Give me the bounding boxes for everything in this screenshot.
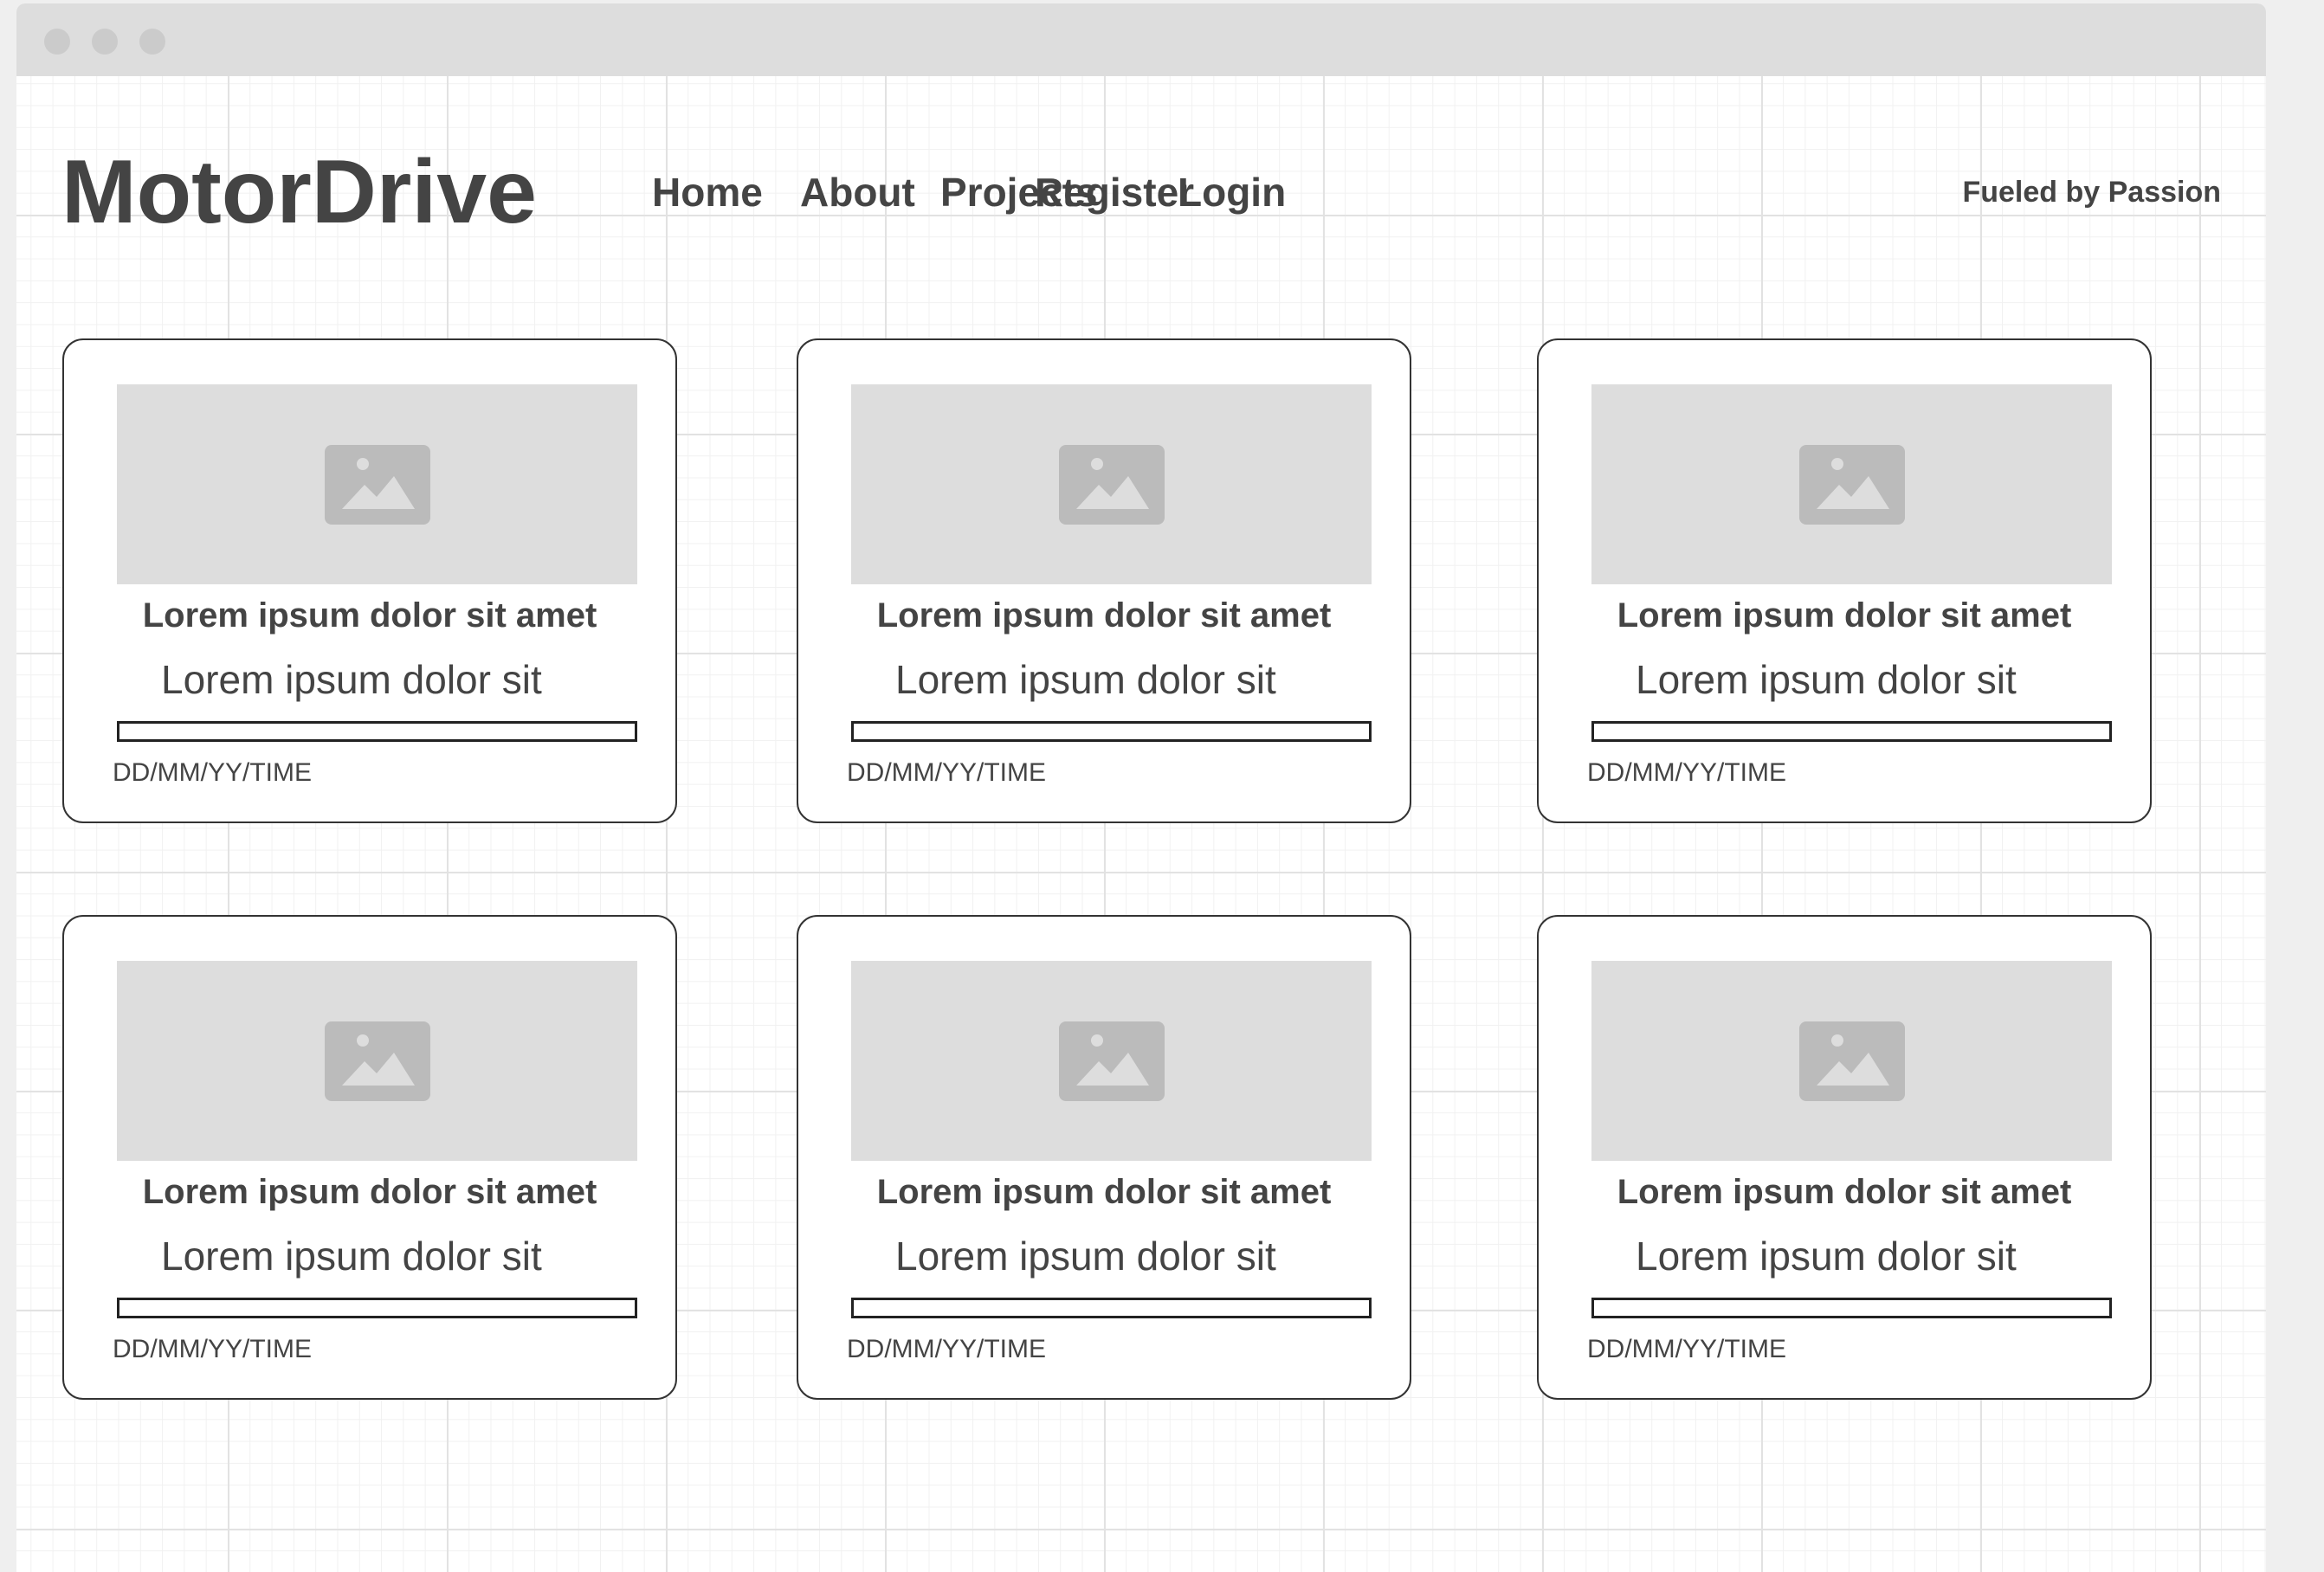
image-placeholder (851, 961, 1372, 1161)
image-icon (1798, 1021, 1905, 1101)
card-subtitle: Lorem ipsum dolor sit (1636, 657, 2017, 702)
image-icon (324, 1021, 430, 1101)
close-dot[interactable] (44, 29, 70, 55)
site-logo[interactable]: MotorDrive (61, 142, 537, 242)
card-input-bar[interactable] (851, 1298, 1372, 1318)
card-subtitle: Lorem ipsum dolor sit (1636, 1234, 2017, 1279)
card[interactable]: Lorem ipsum dolor sit amet Lorem ipsum d… (1537, 338, 2152, 823)
card-input-bar[interactable] (1591, 1298, 2112, 1318)
card-input-bar[interactable] (1591, 721, 2112, 742)
card-input-bar[interactable] (851, 721, 1372, 742)
image-icon (1798, 444, 1905, 525)
card-date: DD/MM/YY/TIME (1587, 758, 1786, 787)
nav-register[interactable]: Register (1035, 170, 1195, 215)
card-subtitle: Lorem ipsum dolor sit (161, 657, 542, 702)
nav-login[interactable]: Login (1178, 170, 1287, 215)
nav-home[interactable]: Home (652, 170, 763, 215)
image-icon (1058, 444, 1165, 525)
minimize-dot[interactable] (92, 29, 118, 55)
card-subtitle: Lorem ipsum dolor sit (895, 1234, 1276, 1279)
card-date: DD/MM/YY/TIME (113, 758, 312, 787)
card-date: DD/MM/YY/TIME (113, 1335, 312, 1363)
browser-window: MotorDrive Home About Projects Login Reg… (16, 3, 2266, 1572)
card-subtitle: Lorem ipsum dolor sit (161, 1234, 542, 1279)
card-input-bar[interactable] (117, 721, 637, 742)
card[interactable]: Lorem ipsum dolor sit amet Lorem ipsum d… (797, 915, 1411, 1400)
nav-projects[interactable]: Projects (940, 170, 1098, 215)
image-placeholder (1591, 961, 2112, 1161)
window-titlebar (16, 3, 2266, 76)
image-icon (324, 444, 430, 525)
image-placeholder (117, 961, 637, 1161)
card[interactable]: Lorem ipsum dolor sit amet Lorem ipsum d… (62, 915, 677, 1400)
site-tagline: Fueled by Passion (1962, 176, 2221, 209)
card-title: Lorem ipsum dolor sit amet (876, 1173, 1332, 1211)
image-placeholder (851, 384, 1372, 584)
image-placeholder (117, 384, 637, 584)
image-icon (1058, 1021, 1165, 1101)
card-title: Lorem ipsum dolor sit amet (1617, 1173, 2072, 1211)
card-title: Lorem ipsum dolor sit amet (142, 596, 597, 635)
card[interactable]: Lorem ipsum dolor sit amet Lorem ipsum d… (797, 338, 1411, 823)
card[interactable]: Lorem ipsum dolor sit amet Lorem ipsum d… (62, 338, 677, 823)
card-title: Lorem ipsum dolor sit amet (876, 596, 1332, 635)
card-title: Lorem ipsum dolor sit amet (1617, 596, 2072, 635)
card-title: Lorem ipsum dolor sit amet (142, 1173, 597, 1211)
card-subtitle: Lorem ipsum dolor sit (895, 657, 1276, 702)
card-date: DD/MM/YY/TIME (847, 758, 1046, 787)
image-placeholder (1591, 384, 2112, 584)
card[interactable]: Lorem ipsum dolor sit amet Lorem ipsum d… (1537, 915, 2152, 1400)
card-date: DD/MM/YY/TIME (1587, 1335, 1786, 1363)
nav-about[interactable]: About (800, 170, 915, 215)
maximize-dot[interactable] (139, 29, 165, 55)
card-date: DD/MM/YY/TIME (847, 1335, 1046, 1363)
card-input-bar[interactable] (117, 1298, 637, 1318)
